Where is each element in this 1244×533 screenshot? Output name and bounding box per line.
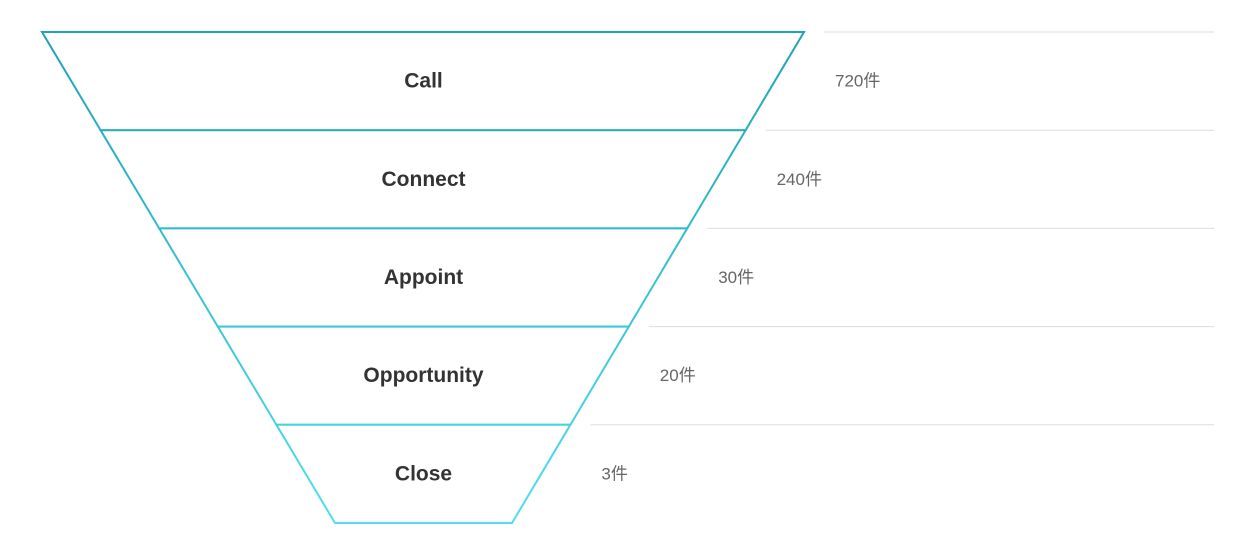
stage-value-call: 720件 — [835, 72, 880, 91]
stage-value-opportunity: 20件 — [660, 366, 696, 385]
stage-value-close: 3件 — [601, 464, 627, 483]
stage-label-close: Close — [395, 462, 452, 485]
stage-label-opportunity: Opportunity — [363, 364, 483, 387]
funnel-band-close — [274, 423, 573, 524]
stage-label-appoint: Appoint — [384, 266, 463, 289]
gridline-layer — [590, 31, 1214, 426]
stage-label-call: Call — [404, 70, 443, 93]
stage-label-connect: Connect — [382, 168, 466, 191]
stage-value-layer: 720件 240件 30件 20件 3件 — [601, 72, 880, 484]
stage-value-connect: 240件 — [777, 170, 822, 189]
stage-value-appoint: 30件 — [718, 268, 754, 287]
funnel-layer — [40, 31, 806, 524]
